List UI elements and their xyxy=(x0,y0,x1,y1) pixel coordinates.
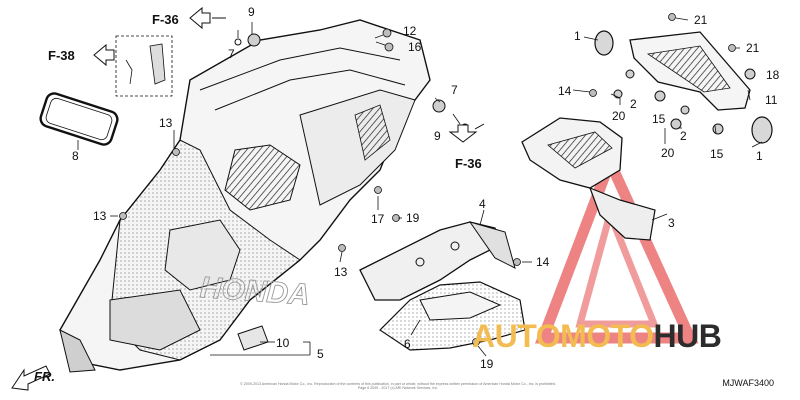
callout-7-left: 7 xyxy=(228,47,235,61)
ref-label-f36-right: F-36 xyxy=(455,156,482,171)
small-block-part xyxy=(237,325,269,351)
screws-and-bolts xyxy=(119,13,736,346)
watermark-triangle xyxy=(535,147,699,344)
callout-19-lower: 19 xyxy=(480,357,494,371)
callout-9-right: 9 xyxy=(434,129,441,143)
reference-arrow-f36-right: F-36 xyxy=(448,123,485,171)
copyright-line-1: © 2009-2013 American Honda Motor Co., In… xyxy=(240,382,556,386)
license-holder-part xyxy=(521,117,656,241)
callout-1-grommet: 1 xyxy=(574,29,581,43)
diagram-code: MJWAF3400 xyxy=(722,378,774,388)
callout-12: 12 xyxy=(403,24,417,38)
callout-17: 17 xyxy=(371,212,385,226)
callout-16: 16 xyxy=(408,40,422,54)
callout-15-left: 15 xyxy=(652,112,666,126)
rear-fender-main: HONDA xyxy=(59,19,431,373)
callout-1-reflector: 1 xyxy=(756,149,763,163)
honda-brand-watermark: HONDA xyxy=(199,271,311,312)
ref-label-f36-top: F-36 xyxy=(152,12,179,27)
callout-18: 18 xyxy=(766,68,780,82)
seal-strip-part xyxy=(39,92,119,146)
callout-13-left: 13 xyxy=(93,209,107,223)
rear-bracket-part xyxy=(629,31,751,111)
copyright-notice: © 2009-2013 American Honda Motor Co., In… xyxy=(228,382,568,390)
front-direction-arrow: FR. xyxy=(11,365,55,391)
callout-4: 4 xyxy=(479,197,486,211)
callout-10: 10 xyxy=(276,336,290,350)
reference-arrow-f38: F-38 xyxy=(48,43,115,67)
callout-15-right: 15 xyxy=(710,147,724,161)
callout-13-upper: 13 xyxy=(159,116,173,130)
lower-guard-part xyxy=(379,281,526,351)
callout-11: 11 xyxy=(765,93,778,107)
callout-3: 3 xyxy=(668,216,675,230)
callout-numbers: 1 1 2 2 3 4 5 6 7 7 8 9 9 10 11 12 13 13… xyxy=(72,5,780,371)
callout-9-left: 9 xyxy=(248,5,255,19)
reference-arrow-f36-top: F-36 xyxy=(152,6,226,30)
watermark-text-b: HUB xyxy=(653,318,722,354)
callout-6: 6 xyxy=(404,337,411,351)
automotohub-watermark: AUTOMOTOHUB xyxy=(472,318,722,355)
bracket-part xyxy=(359,221,516,301)
detail-box xyxy=(115,35,173,97)
ref-label-f38: F-38 xyxy=(48,48,75,63)
callout-21-top: 21 xyxy=(694,13,708,27)
callout-2-lower: 2 xyxy=(680,129,687,143)
callout-14-lower: 14 xyxy=(536,255,550,269)
watermark-text-a: AUTOMOTO xyxy=(472,318,654,354)
callout-19-upper: 19 xyxy=(406,211,420,225)
callout-20-left: 20 xyxy=(612,109,626,123)
callout-20-right: 20 xyxy=(661,146,675,160)
callout-8: 8 xyxy=(72,149,79,163)
callout-7-right: 7 xyxy=(451,83,458,97)
callout-14-upper: 14 xyxy=(558,84,572,98)
front-direction-label: FR. xyxy=(34,369,55,384)
callout-21-right: 21 xyxy=(746,41,760,55)
callout-13-center: 13 xyxy=(334,265,348,279)
leader-lines xyxy=(77,17,763,357)
callout-5: 5 xyxy=(317,347,324,361)
callout-2-upper: 2 xyxy=(630,97,637,111)
copyright-line-2: Page 6 2009 - 2017 (c) ARI Network Servi… xyxy=(357,386,439,390)
